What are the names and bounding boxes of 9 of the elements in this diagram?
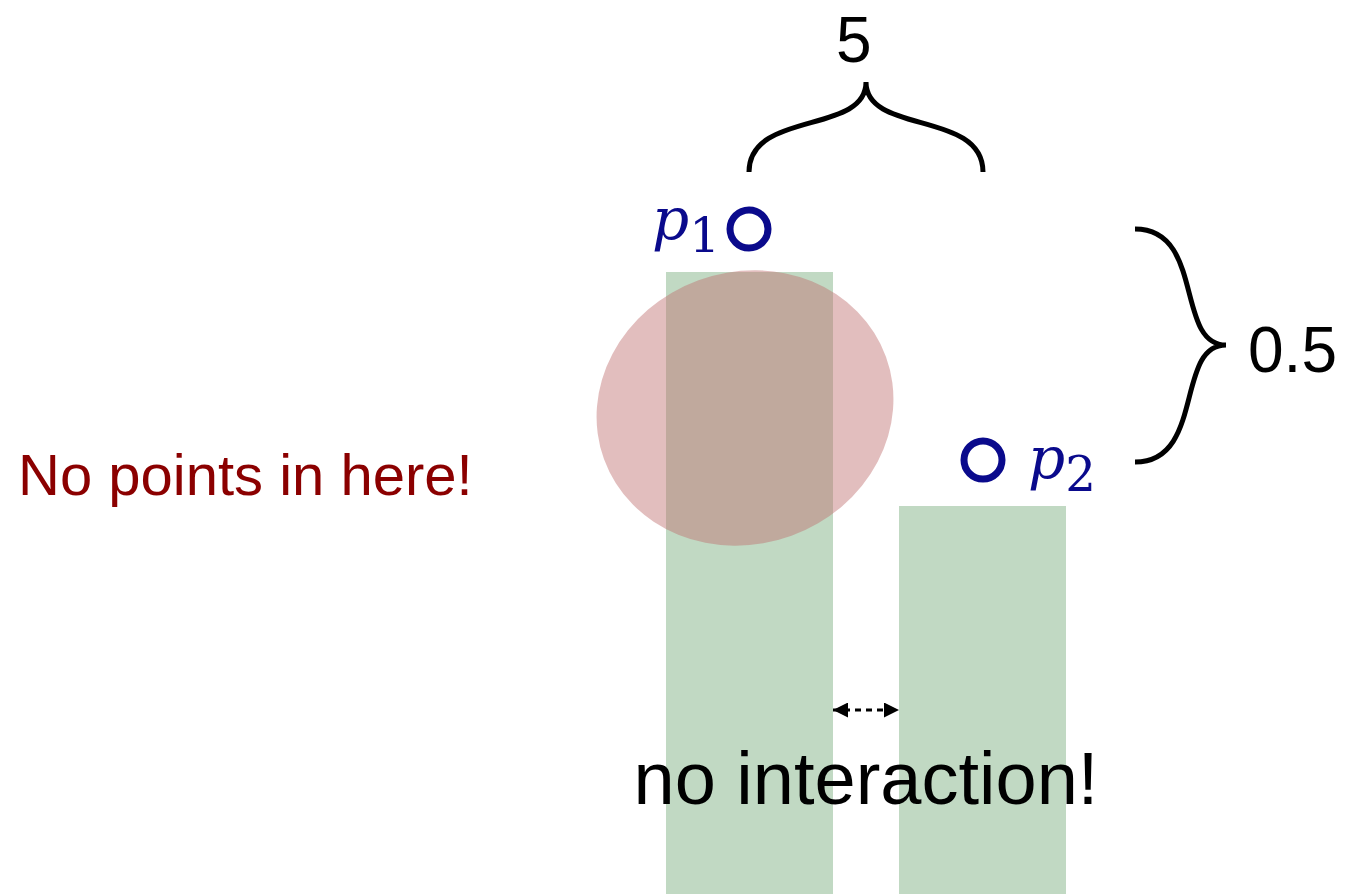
dimension-value: 0.5 xyxy=(1248,318,1337,382)
double-arrow xyxy=(833,702,899,718)
edge-label: no interaction! xyxy=(633,742,1099,816)
point-label: p$_{2}$ xyxy=(1028,429,1096,498)
dimension-value: 5 xyxy=(836,8,872,72)
point-marker xyxy=(960,437,1006,483)
point-label: p$_{1}$ xyxy=(652,190,720,259)
forbidden-region-blob xyxy=(596,270,894,546)
point-marker xyxy=(726,206,772,252)
